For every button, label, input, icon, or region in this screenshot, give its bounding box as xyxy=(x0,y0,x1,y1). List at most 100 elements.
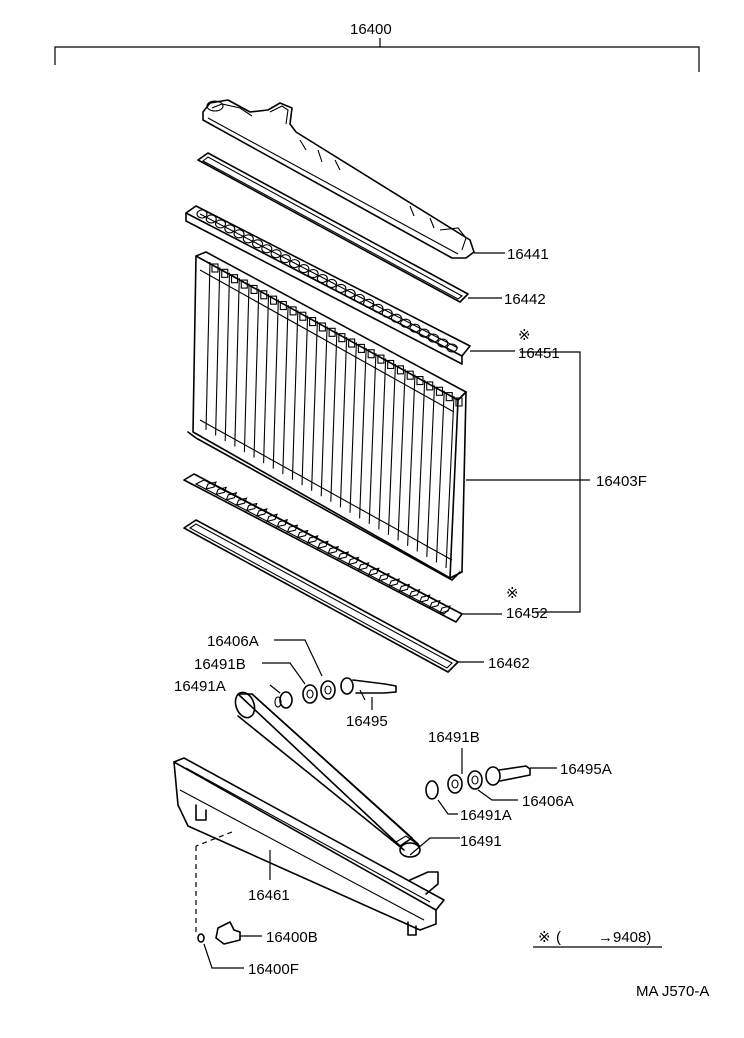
label-16491A-right: 16491A xyxy=(460,807,512,824)
assembly-bracket xyxy=(54,38,700,72)
drain-cock[interactable] xyxy=(215,921,241,945)
label-16461: 16461 xyxy=(248,887,290,904)
seal-hole xyxy=(427,333,440,343)
seal-slot xyxy=(398,583,411,593)
seal-hole xyxy=(390,313,402,323)
core-tube-end xyxy=(416,376,424,386)
pipe-right[interactable] xyxy=(485,765,531,786)
core-fin xyxy=(263,294,270,464)
seal-hole xyxy=(307,269,319,279)
core-tube-end xyxy=(299,311,307,321)
core-tube-end xyxy=(357,343,365,353)
oring-left[interactable] xyxy=(274,691,293,709)
core-tube-end xyxy=(240,279,248,289)
oil-cooler[interactable] xyxy=(232,690,421,858)
seal-slot xyxy=(296,529,309,539)
label-16491: 16491 xyxy=(460,833,502,850)
core-tube-end xyxy=(338,333,346,343)
seal-slot xyxy=(388,578,401,587)
core-fin xyxy=(215,267,221,436)
core-tube-end xyxy=(230,274,239,284)
core-fin xyxy=(368,353,377,524)
seal-hole xyxy=(261,244,273,254)
core-tube-end xyxy=(289,306,297,316)
label-16495: 16495 xyxy=(346,713,388,730)
core-fin xyxy=(243,283,250,453)
footnote-open: ( xyxy=(556,929,561,946)
label-16441: 16441 xyxy=(507,246,549,263)
seal-hole xyxy=(437,338,449,348)
seal-hole xyxy=(233,229,245,239)
seal-hole xyxy=(335,283,347,293)
washer-right[interactable] xyxy=(447,774,463,794)
core-fin xyxy=(320,326,328,497)
core-tube-end xyxy=(211,263,219,273)
core-fin xyxy=(205,261,211,431)
core-fin xyxy=(234,278,240,447)
drain-plug[interactable] xyxy=(197,933,205,943)
seal-slot xyxy=(347,556,360,566)
label-16491B-left: 16491B xyxy=(194,656,246,673)
seal-hole xyxy=(270,249,282,259)
seal-slot xyxy=(205,481,217,490)
seal-slot xyxy=(428,599,441,609)
seal-hole xyxy=(353,293,365,303)
seal-hole xyxy=(242,234,254,244)
core-tube-end xyxy=(348,338,356,348)
seal-slot xyxy=(357,562,370,571)
upper-gasket[interactable] xyxy=(197,152,469,303)
label-16495A: 16495A xyxy=(560,761,612,778)
plug-right[interactable] xyxy=(467,770,483,790)
label-16406A-right: 16406A xyxy=(522,793,574,810)
seal-slot xyxy=(317,540,329,550)
core-fin xyxy=(445,395,455,569)
core-tube-end xyxy=(260,290,268,300)
label-16400: 16400 xyxy=(350,21,392,38)
plug-left[interactable] xyxy=(320,680,336,700)
core-tube-end xyxy=(250,284,258,294)
footnote-range: →9408) xyxy=(598,929,651,946)
seal-slot xyxy=(306,535,319,544)
label-16451-mark: ※ xyxy=(518,327,531,344)
core-fin xyxy=(272,299,279,469)
lower-seal-slots xyxy=(205,481,451,614)
radiator-core[interactable] xyxy=(187,251,467,581)
seal-hole xyxy=(289,259,301,269)
seal-hole xyxy=(363,298,375,308)
seal-slot xyxy=(245,502,258,512)
upper-tank[interactable] xyxy=(202,99,475,259)
seal-hole xyxy=(409,323,421,333)
core-fin xyxy=(407,374,416,546)
core-tube-end xyxy=(387,359,395,370)
core-fin xyxy=(330,331,338,502)
core-tube-end xyxy=(270,295,278,305)
pipe-left[interactable] xyxy=(340,677,397,701)
seal-hole xyxy=(224,224,236,234)
seal-hole xyxy=(326,278,338,289)
seal-hole xyxy=(446,343,458,353)
washer-left[interactable] xyxy=(302,684,318,704)
seal-slot xyxy=(266,513,278,523)
seal-slot xyxy=(235,497,248,506)
core-fins xyxy=(205,261,463,569)
footnote-mark: ※ xyxy=(538,929,551,946)
core-tube-end xyxy=(377,354,385,364)
core-fin xyxy=(416,379,426,552)
seal-slot xyxy=(225,491,238,501)
label-16452: 16452 xyxy=(506,605,548,622)
core-tube-end xyxy=(279,300,287,311)
seal-slot xyxy=(276,518,289,528)
seal-slot xyxy=(255,508,268,517)
core-tube-end xyxy=(367,349,375,359)
upper-core-seal[interactable] xyxy=(185,205,471,365)
oring-right[interactable] xyxy=(425,780,439,800)
lower-tank[interactable] xyxy=(173,757,445,936)
label-16491B-right: 16491B xyxy=(428,729,480,746)
core-fin xyxy=(397,369,406,541)
label-16491A-left: 16491A xyxy=(174,678,226,695)
seal-hole xyxy=(214,219,227,229)
core-fin xyxy=(359,347,367,519)
seal-slot xyxy=(439,605,451,614)
label-16400F: 16400F xyxy=(248,961,299,978)
